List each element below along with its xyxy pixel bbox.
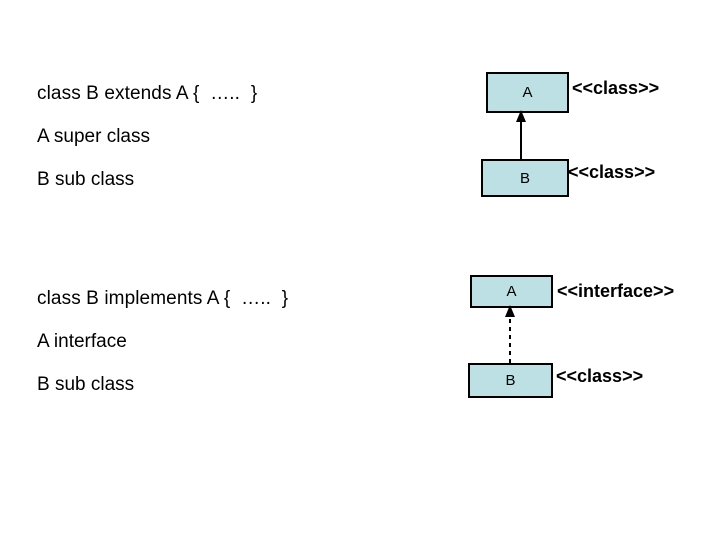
uml-box-b-class[interactable]: B: [481, 159, 569, 197]
realization-arrow-dashed: [505, 305, 515, 363]
extends-code-line: class B extends A { ….. }: [37, 83, 258, 104]
implements-code-line: class B implements A { ….. }: [37, 288, 289, 309]
uml-box-a-class[interactable]: A: [486, 72, 569, 113]
implements-sub-note: B sub class: [37, 374, 135, 395]
stereotype-b-class: <<class>>: [568, 162, 656, 182]
extends-super-note: A super class: [37, 126, 150, 147]
uml-box-a-interface-label: A: [506, 283, 517, 300]
uml-box-b-implements-label: B: [505, 372, 516, 389]
uml-box-b-implements[interactable]: B: [468, 363, 553, 398]
extends-sub-note: B sub class: [37, 169, 135, 190]
stereotype-a-interface: <<interface>>: [557, 281, 675, 301]
uml-box-a-class-label: A: [522, 84, 533, 101]
generalization-arrow-solid: [516, 110, 526, 164]
stereotype-b-implements: <<class>>: [556, 366, 644, 386]
uml-box-a-interface[interactable]: A: [470, 275, 553, 308]
stereotype-a-class: <<class>>: [572, 78, 660, 98]
implements-super-note: A interface: [37, 331, 127, 352]
uml-box-b-class-label: B: [519, 169, 530, 187]
